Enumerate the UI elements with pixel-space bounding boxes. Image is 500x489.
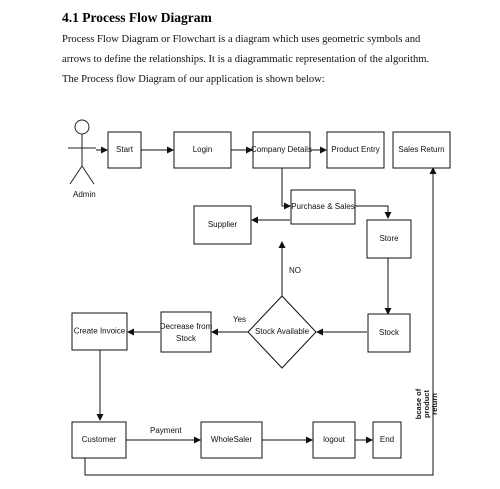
node-login: Login (173, 131, 232, 169)
edge-label-yes: Yes (233, 315, 246, 324)
section-title: 4.1 Process Flow Diagram (62, 10, 212, 25)
svg-text:Supplier: Supplier (208, 220, 238, 229)
svg-text:Start: Start (116, 145, 134, 154)
connectors (84, 146, 437, 476)
svg-text:product: product (422, 390, 431, 418)
svg-text:Stock Available: Stock Available (255, 327, 310, 336)
node-purchase-sales: Purchase & Sales (290, 189, 356, 225)
svg-text:Login: Login (193, 145, 213, 154)
edge-return-sales (84, 167, 437, 476)
svg-text:Customer: Customer (82, 435, 117, 444)
node-wholesaler: WholeSaler (200, 421, 263, 459)
node-store: Store (366, 219, 412, 259)
section-paragraph: Process Flow Diagram or Flowchart is a d… (62, 30, 462, 90)
admin-actor-icon (68, 119, 96, 185)
svg-text:bcase of: bcase of (414, 388, 423, 419)
paragraph-line: Process Flow Diagram or Flowchart is a d… (62, 34, 421, 45)
svg-text:Stock: Stock (176, 334, 197, 343)
svg-text:Company Details: Company Details (251, 145, 312, 154)
paragraph-line: arrows to define the relationships. It i… (62, 54, 430, 65)
svg-text:Stock: Stock (379, 328, 400, 337)
svg-text:End: End (380, 435, 394, 444)
node-stock: Stock (367, 313, 411, 353)
node-stock-available-decision: Stock Available (247, 295, 317, 369)
svg-text:return: return (430, 393, 439, 415)
svg-text:logout: logout (323, 435, 346, 444)
node-company-details: Company Details (251, 131, 312, 169)
edge-label-payment: Payment (150, 426, 182, 435)
edge-label-return: bcase of product return (414, 388, 439, 419)
svg-text:Purchase & Sales: Purchase & Sales (291, 202, 355, 211)
node-supplier: Supplier (193, 205, 252, 245)
edge-label-no: NO (289, 266, 301, 275)
svg-text:WholeSaler: WholeSaler (211, 435, 253, 444)
node-product-entry: Product Entry (326, 131, 385, 169)
svg-text:Decrease from: Decrease from (160, 322, 213, 331)
node-end: End (372, 421, 402, 459)
node-decrease-from-stock: Decrease from Stock (160, 311, 213, 353)
node-start: Start (107, 131, 142, 169)
svg-text:Store: Store (379, 234, 399, 243)
paragraph-line: The Process flow Diagram of our applicat… (62, 74, 325, 85)
node-sales-return: Sales Return (392, 131, 451, 169)
node-create-invoice: Create Invoice (71, 312, 128, 351)
edge-company-purchase (281, 168, 291, 210)
svg-text:Sales Return: Sales Return (398, 145, 444, 154)
svg-text:Product Entry: Product Entry (331, 145, 379, 154)
edge-purchase-store (355, 205, 392, 219)
actor-label: Admin (73, 190, 96, 199)
node-logout: logout (312, 421, 356, 459)
node-customer: Customer (71, 421, 127, 459)
svg-text:Create Invoice: Create Invoice (74, 327, 126, 336)
